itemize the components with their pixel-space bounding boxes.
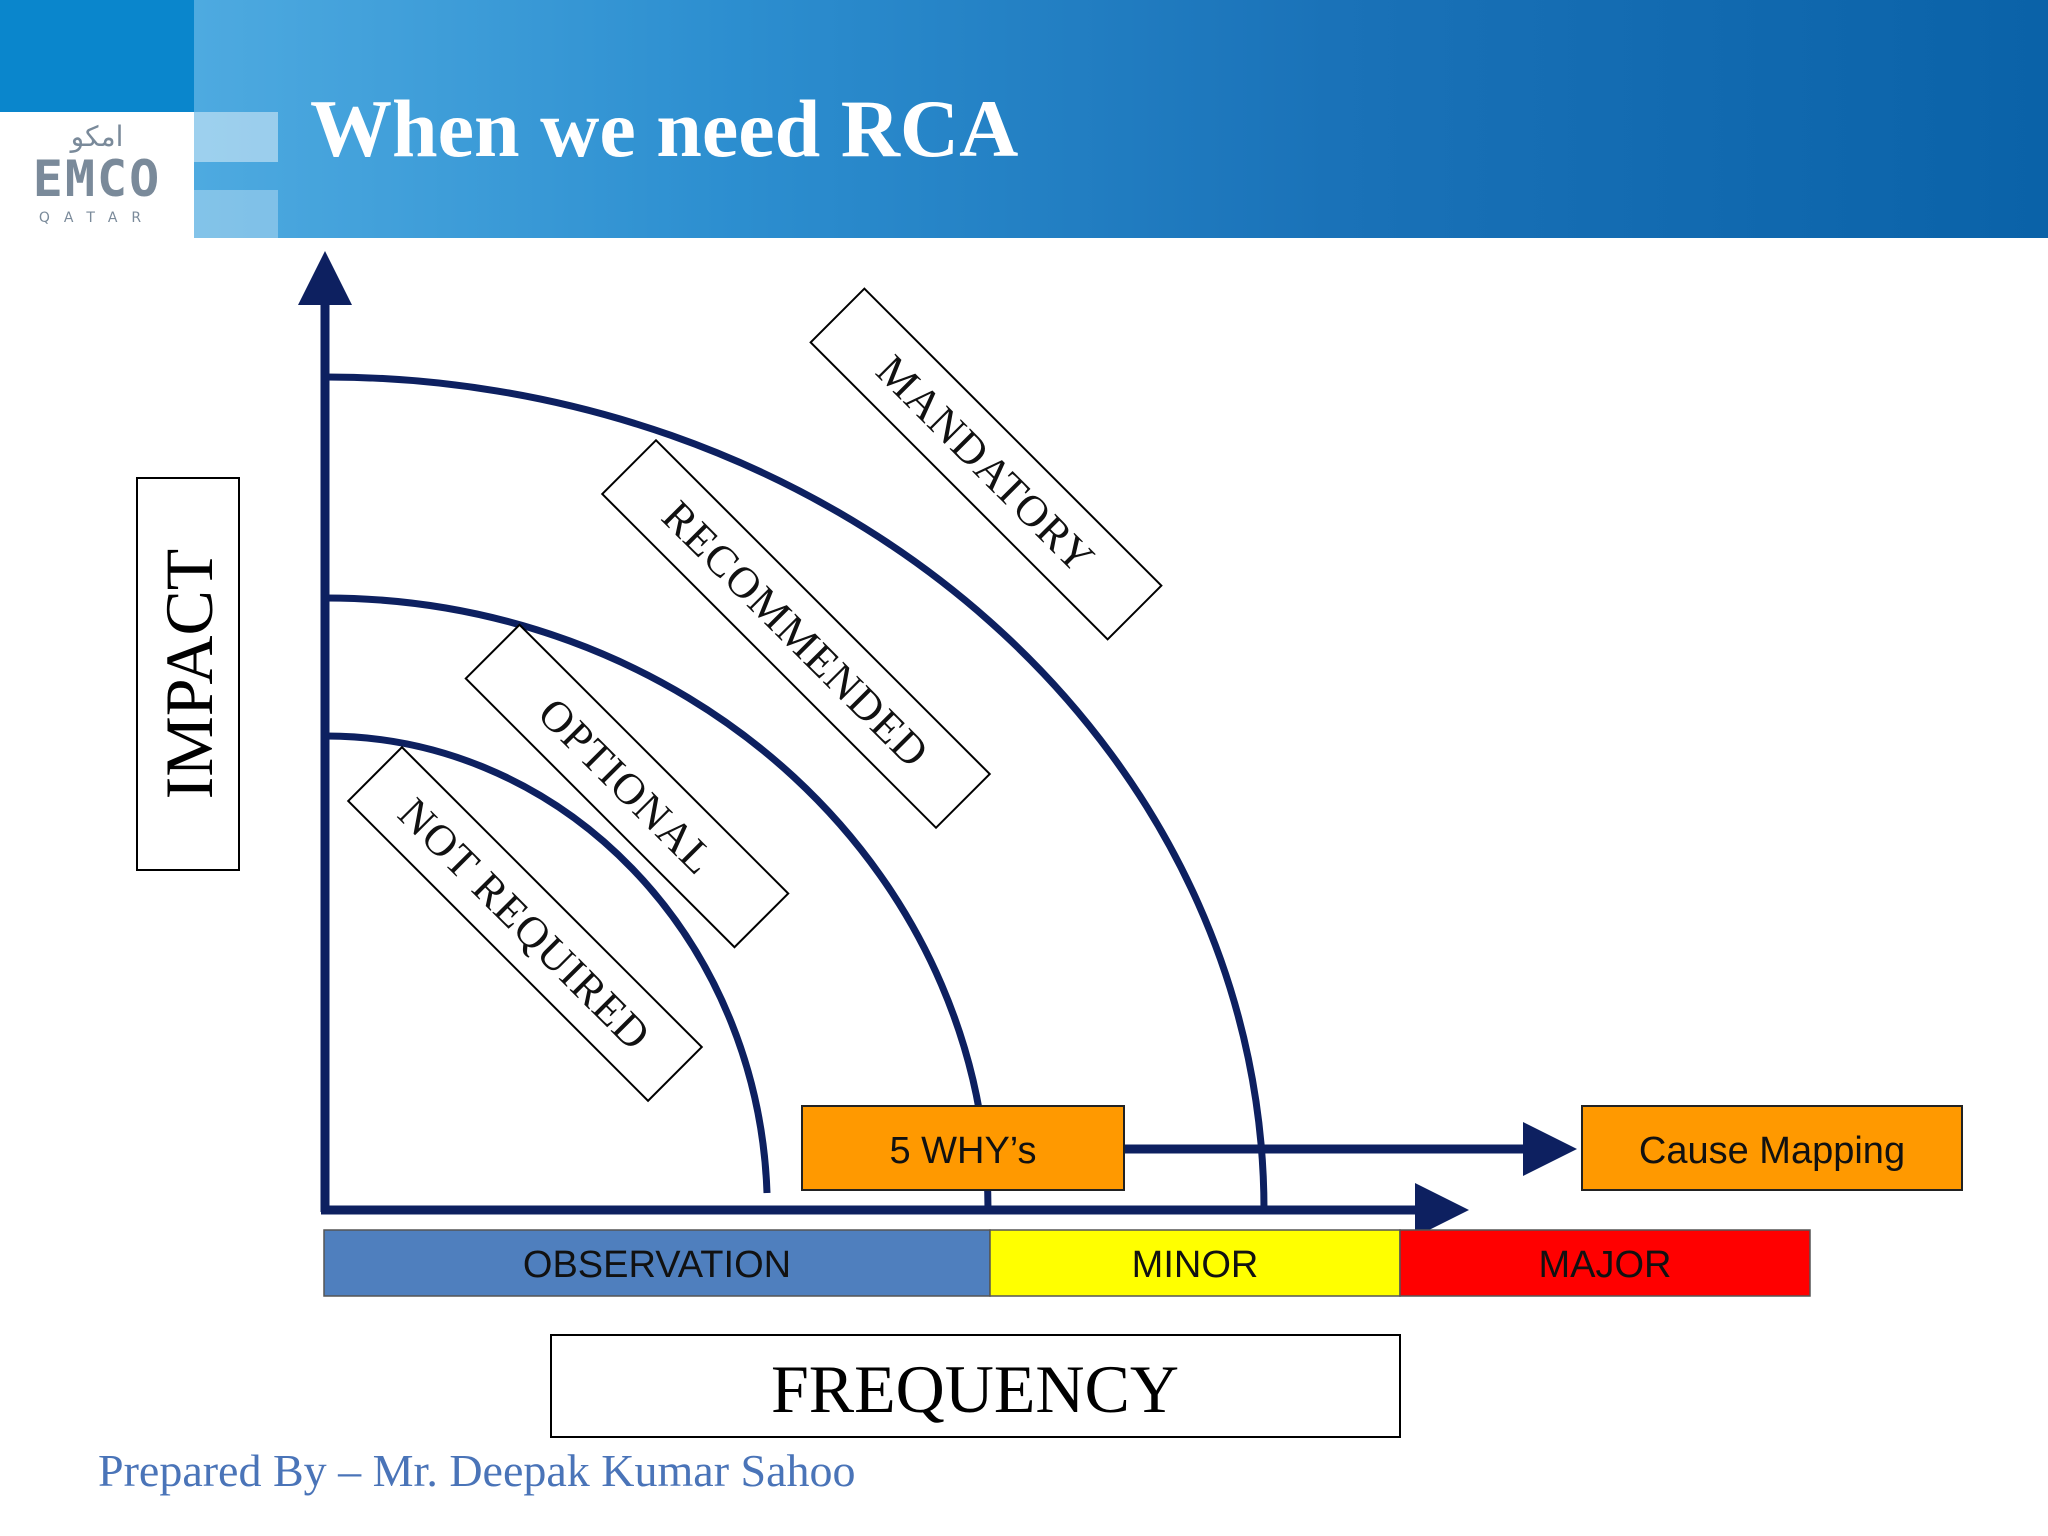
frequency-label-text: FREQUENCY: [771, 1351, 1179, 1427]
method-cause-mapping-label: Cause Mapping: [1639, 1130, 1905, 1172]
logo-text: EMCO: [33, 150, 161, 208]
slide-title: When we need RCA: [310, 83, 1019, 174]
footer-credit: Prepared By – Mr. Deepak Kumar Sahoo: [98, 1445, 856, 1496]
impact-label-text: IMPACT: [151, 549, 227, 800]
method-5-whys: 5 WHY’s: [801, 1105, 1125, 1191]
header-decor-square: [194, 190, 278, 238]
frequency-axis-label: FREQUENCY: [550, 1334, 1401, 1438]
boundary-arc-1: [325, 732, 771, 1194]
boundary-arc-2: [325, 594, 992, 1211]
band-observation: OBSERVATION: [323, 1229, 991, 1297]
band-observation-label: OBSERVATION: [523, 1244, 791, 1286]
band-minor: MINOR: [989, 1229, 1401, 1297]
method-5-whys-label: 5 WHY’s: [889, 1130, 1036, 1172]
logo-subtext: QATAR: [39, 210, 155, 226]
band-major: MAJOR: [1399, 1229, 1811, 1297]
header-banner: [0, 0, 2048, 238]
zone-mandatory-label: MANDATORY: [867, 346, 1105, 584]
method-cause-mapping: Cause Mapping: [1581, 1105, 1963, 1191]
zone-recommended-label: RECOMMENDED: [653, 491, 939, 777]
impact-axis-label: IMPACT: [136, 477, 240, 871]
boundary-arc-3: [325, 373, 1268, 1211]
band-minor-label: MINOR: [1132, 1244, 1259, 1286]
logo-arabic-text: امكو: [69, 120, 124, 153]
band-major-label: MAJOR: [1539, 1244, 1672, 1286]
header-decor-square: [194, 112, 278, 162]
zone-optional-label: OPTIONAL: [529, 688, 725, 884]
company-logo: امكو EMCO QATAR: [0, 112, 194, 238]
zone-mandatory: MANDATORY: [809, 287, 1163, 641]
logo-decor-tile: [0, 0, 194, 112]
